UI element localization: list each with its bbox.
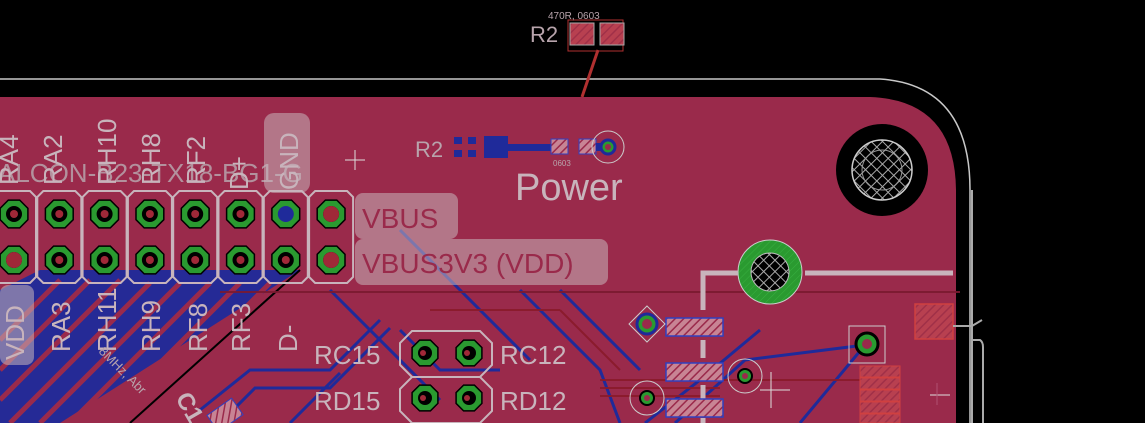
header-pin[interactable]	[225, 199, 256, 229]
header-pin[interactable]	[180, 199, 210, 229]
smd-pads	[665, 303, 954, 423]
header-pin[interactable]	[316, 199, 346, 229]
vdd-label-box	[0, 285, 34, 365]
origin-markers	[345, 150, 950, 408]
mounting-hole	[836, 124, 928, 216]
header-pin[interactable]	[316, 245, 346, 275]
header-pin[interactable]	[271, 245, 301, 275]
header-pin[interactable]	[225, 245, 256, 275]
pin-column-outline	[308, 190, 355, 284]
header-bottom-label: RA3	[46, 301, 76, 352]
vbus-label-box	[355, 193, 458, 239]
gnd-label-box	[264, 113, 310, 193]
small-header: RC15 RC12 RD15 RD12	[314, 330, 566, 423]
header-top-label: RF2	[181, 136, 211, 185]
large-pad	[737, 239, 803, 305]
header-pin[interactable]	[271, 199, 301, 229]
header-bottom-label: RH9	[136, 300, 166, 352]
header-bottom-label: D-	[273, 325, 303, 352]
pin-column-outline	[172, 190, 219, 284]
header-top-label: GND	[274, 132, 304, 190]
pin-column-outline	[262, 190, 309, 284]
header-top-label: RA4	[0, 134, 24, 185]
pin-column-outline	[81, 190, 128, 284]
header-pin[interactable]	[411, 339, 439, 367]
label-rc15: RC15	[314, 340, 380, 370]
header-pin[interactable]	[89, 245, 120, 275]
header-top-label: RH10	[92, 119, 122, 185]
vias	[628, 305, 886, 416]
header-top-label: D+	[224, 156, 254, 190]
r2-component-inside: R2 0603	[415, 130, 625, 168]
r2-value-outside: 470R, 0603	[548, 11, 600, 22]
header-pin[interactable]	[455, 384, 483, 412]
via	[628, 305, 666, 343]
vbus3v3-label: VBUS3V3 (VDD)	[362, 248, 574, 279]
pin-column-outline	[217, 190, 264, 284]
label-rc12: RC12	[500, 340, 566, 370]
header-bottom-label: RF3	[226, 303, 256, 352]
via	[629, 380, 665, 416]
header-pin[interactable]	[135, 199, 165, 229]
r2-designator-outside: R2	[530, 22, 558, 47]
board-outline	[0, 78, 971, 423]
power-label: Power	[515, 167, 623, 209]
header-pin[interactable]	[0, 245, 29, 275]
pin-column-outline	[126, 190, 173, 284]
label-rd12: RD12	[500, 386, 566, 416]
silkscreen-outline	[700, 270, 953, 423]
via	[848, 325, 886, 364]
header-bottom-label: RH11	[92, 287, 122, 352]
header-bottom-label: RF8	[183, 303, 213, 352]
r2-designator-inside: R2	[415, 137, 443, 162]
header-pin[interactable]	[180, 245, 210, 275]
edge-connector-outline	[953, 190, 984, 423]
pin-column-outline	[0, 190, 37, 284]
header-pin[interactable]	[455, 339, 483, 367]
header-pin[interactable]	[135, 245, 165, 275]
header-top-label: RH8	[136, 133, 166, 185]
header-top-label: RA2	[38, 134, 68, 185]
header-pin[interactable]	[0, 199, 29, 229]
r2-package-inside: 0603	[553, 159, 571, 168]
vbus3v3-label-box	[355, 239, 608, 285]
vbus-label: VBUS	[362, 203, 438, 234]
header-pin[interactable]	[89, 199, 120, 229]
header-top-labels: RA4 RA2 RH10 RH8 RF2 D+ GND	[0, 119, 304, 190]
header-pin[interactable]	[411, 384, 439, 412]
header-pin[interactable]	[44, 245, 74, 275]
via	[727, 358, 763, 394]
label-rd15: RD15	[314, 386, 380, 416]
pin-header	[0, 190, 355, 284]
c1-pad	[206, 397, 244, 423]
r2-component-outside: R2 470R, 0603	[530, 11, 625, 98]
connector-part-name: ALCON-B23-TX18-BG1-G	[0, 158, 303, 188]
pin-column-outline	[36, 190, 83, 284]
header-pin[interactable]	[44, 199, 74, 229]
